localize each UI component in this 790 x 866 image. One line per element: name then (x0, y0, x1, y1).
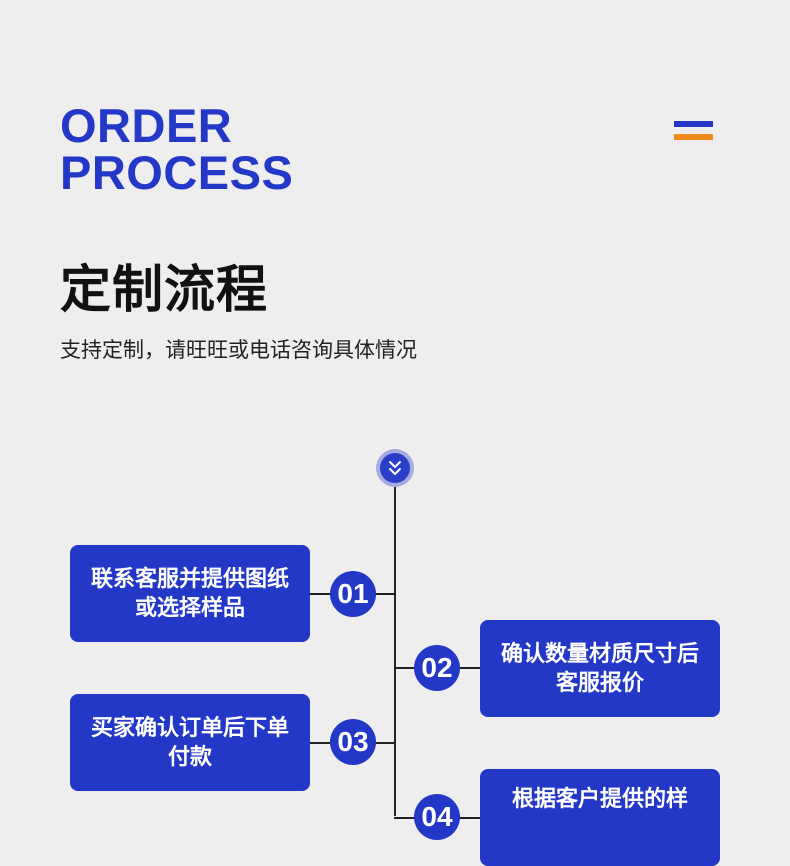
menu-icon[interactable] (674, 121, 713, 143)
english-title: ORDER PROCESS (60, 102, 293, 196)
step-number-03: 03 (330, 719, 376, 765)
timeline-line (394, 486, 396, 816)
step-number-04: 04 (414, 794, 460, 840)
step-box-03: 买家确认订单后下单付款 (70, 694, 310, 791)
title-line-order: ORDER (60, 99, 233, 152)
menu-bar-blue (674, 121, 713, 127)
step-box-01: 联系客服并提供图纸或选择样品 (70, 545, 310, 642)
step-box-04: 根据客户提供的样 (480, 769, 720, 866)
step-number-01: 01 (330, 571, 376, 617)
title-line-process: PROCESS (60, 146, 294, 199)
menu-bar-orange (674, 134, 713, 140)
page-subtitle: 支持定制，请旺旺或电话咨询具体情况 (60, 338, 417, 362)
step-box-02: 确认数量材质尺寸后客服报价 (480, 620, 720, 717)
timeline-top-badge (376, 449, 414, 487)
step-number-02: 02 (414, 645, 460, 691)
double-chevron-down-icon (380, 453, 410, 483)
page-title: 定制流程 (60, 261, 269, 320)
